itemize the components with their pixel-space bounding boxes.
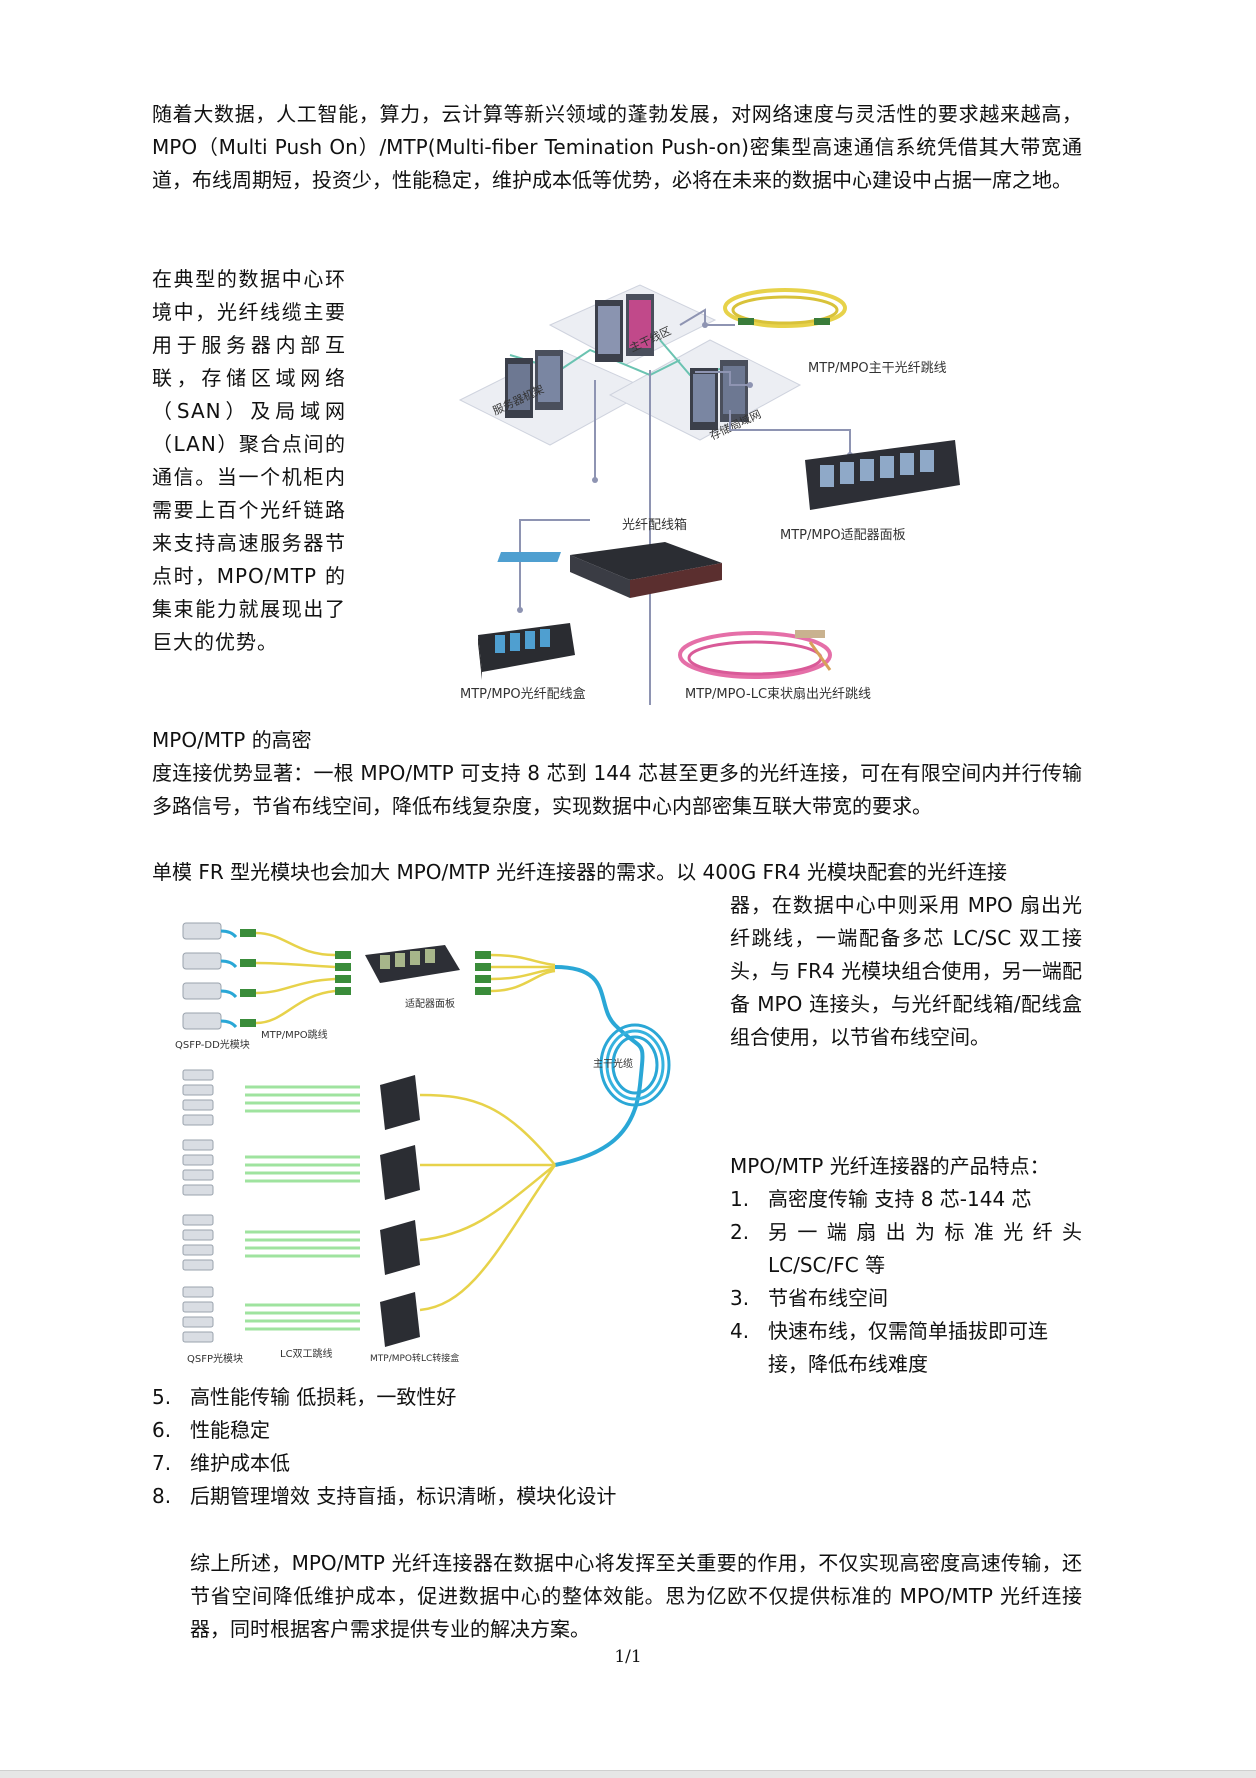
features-list-right: 1.高密度传输 支持 8 芯-144 芯 2.另一端扇出为标准光纤头 LC/SC… bbox=[730, 1183, 1082, 1381]
adapter-panel-icon bbox=[805, 440, 960, 510]
trunk-label: 主干光缆 bbox=[593, 1057, 633, 1070]
mtp-patch-label: MTP/MPO跳线 bbox=[261, 1028, 328, 1041]
fanout-cable-icon bbox=[678, 630, 832, 679]
density-first-line: MPO/MTP 的高密 bbox=[152, 728, 312, 752]
feature-item-3: 3.节省布线空间 bbox=[730, 1286, 888, 1310]
server-rack-icon bbox=[505, 350, 563, 418]
adapter-label: 适配器面板 bbox=[405, 997, 455, 1010]
adapter-panel-label: MTP/MPO适配器面板 bbox=[780, 528, 906, 543]
feature-item-8: 8.后期管理增效 支持盲插，标识清晰，模块化设计 bbox=[152, 1484, 617, 1508]
qsfp-group-2 bbox=[182, 1139, 555, 1200]
datacenter-topology-figure: 服务器机架 主干线区 存储局域网 MTP/MPO主干光纤跳线 MTP/MPO适配… bbox=[458, 284, 960, 705]
feature-item-6: 6.性能稳定 bbox=[152, 1418, 270, 1442]
trunk-cable-icon bbox=[554, 965, 671, 1167]
lc-duplex-label: LC双工跳线 bbox=[280, 1347, 333, 1360]
density-paragraph: 度连接优势显著：一根 MPO/MTP 可支持 8 芯到 144 芯甚至更多的光纤… bbox=[152, 761, 1082, 818]
qsfp-label: QSFP光模块 bbox=[187, 1352, 243, 1365]
feature-item-2: 2.另一端扇出为标准光纤头 LC/SC/FC 等 bbox=[730, 1220, 1082, 1277]
distribution-box-label: 光纤配线箱 bbox=[622, 517, 687, 533]
qsfp-group-1 bbox=[182, 1069, 556, 1166]
trunk-patch-cord-icon bbox=[723, 288, 847, 328]
adapter-panel-icon bbox=[365, 945, 460, 983]
features-title: MPO/MTP 光纤连接器的产品特点： bbox=[730, 1154, 1050, 1178]
conclusion-paragraph: 综上所述，MPO/MTP 光纤连接器在数据中心将发挥至关重要的作用，不仅实现高密… bbox=[190, 1551, 1082, 1641]
page-bottom-edge bbox=[0, 1770, 1256, 1778]
backbone-rack-icon bbox=[595, 294, 654, 362]
features-list-left: 5.高性能传输 低损耗，一致性好 6.性能稳定 7.维护成本低 8.后期管理增效… bbox=[152, 1381, 852, 1513]
cassette-label: MTP/MPO光纤配线盒 bbox=[460, 686, 586, 702]
storage-rack-icon bbox=[690, 360, 748, 430]
feature-item-7: 7.维护成本低 bbox=[152, 1451, 290, 1475]
qsfpdd-module-icon bbox=[182, 922, 238, 1030]
mtp-patch-cords bbox=[240, 929, 351, 1027]
fr4-first-line: 单模 FR 型光模块也会加大 MPO/MTP 光纤连接器的需求。以 400G F… bbox=[152, 860, 1008, 884]
datacenter-paragraph: 在典型的数据中心环境中，光纤线缆主要用于服务器内部互联，存储区域网络（SAN）及… bbox=[152, 267, 346, 654]
fanout-label: MTP/MPO-LC束状扇出光纤跳线 bbox=[685, 686, 871, 702]
feature-item-5: 5.高性能传输 低损耗，一致性好 bbox=[152, 1385, 457, 1409]
qsfp-group-3 bbox=[182, 1164, 556, 1275]
qsfp-group-4 bbox=[182, 1164, 557, 1347]
feature-item-1: 1.高密度传输 支持 8 芯-144 芯 bbox=[730, 1187, 1032, 1211]
qsfpdd-label: QSFP-DD光模块 bbox=[175, 1038, 250, 1051]
trunk-patch-label: MTP/MPO主干光纤跳线 bbox=[808, 361, 947, 376]
fr4-paragraph: 器，在数据中心中则采用 MPO 扇出光纤跳线，一端配备多芯 LC/SC 双工接头… bbox=[730, 893, 1082, 1049]
mtp-patch-cords-right bbox=[475, 951, 556, 995]
fanout-cabling-figure: QSFP-DD光模块 MTP/MPO跳线 适配器面板 主干光缆 bbox=[175, 922, 671, 1365]
cassette-icon bbox=[478, 623, 575, 680]
mtp-lc-box-label: MTP/MPO转LC转接盒 bbox=[370, 1352, 459, 1364]
feature-item-4: 4.快速布线，仅需简单插拔即可连接，降低布线难度 bbox=[730, 1319, 1048, 1376]
page-number: 1/1 bbox=[614, 1647, 642, 1667]
distribution-box-icon bbox=[497, 542, 722, 598]
intro-paragraph: 随着大数据，人工智能，算力，云计算等新兴领域的蓬勃发展，对网络速度与灵活性的要求… bbox=[152, 102, 1082, 192]
